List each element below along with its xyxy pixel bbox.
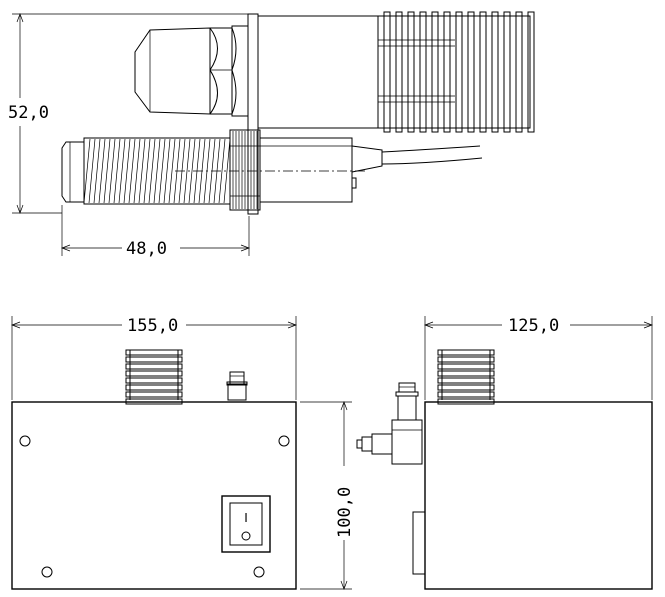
thread-line <box>123 138 131 204</box>
heatsink-fin <box>437 391 495 398</box>
thread-line <box>158 138 166 204</box>
heatsink-fin <box>437 356 495 363</box>
upper-heatsink <box>377 11 535 133</box>
upper-sensor <box>134 15 455 129</box>
heatsink-fin <box>125 356 183 363</box>
heatsink-fin <box>419 11 427 133</box>
heatsink-fin <box>125 391 183 398</box>
thread-line <box>118 138 126 204</box>
dimension-sensor-length: 48,0 <box>61 205 250 259</box>
box-side-view: 125,0 <box>356 316 653 590</box>
switch-off-symbol <box>241 531 251 541</box>
heatsink-fin <box>515 11 523 133</box>
thread-line <box>218 138 226 204</box>
thread-line <box>223 138 231 204</box>
heatsink-fin <box>125 377 183 384</box>
heatsink-fin <box>437 377 495 384</box>
heatsink-fin <box>437 349 495 356</box>
heatsink-fin <box>125 363 183 370</box>
sensor-assembly: 52,0 <box>8 11 535 259</box>
mounting-plate <box>247 13 259 215</box>
screw-hole <box>253 566 265 578</box>
power-switch: I <box>221 495 271 553</box>
thread-line <box>93 138 101 204</box>
thread-line <box>148 138 156 204</box>
thread-line <box>128 138 136 204</box>
thread-line <box>103 138 111 204</box>
side-panel <box>412 511 426 575</box>
thread-line <box>168 138 176 204</box>
side-heatsink <box>437 349 495 405</box>
dimension-box-width-label: 155,0 <box>127 316 178 336</box>
thread-line <box>88 138 96 204</box>
heatsink-fin <box>467 11 475 133</box>
thread-line <box>83 138 91 204</box>
air-fitting-top <box>226 371 248 401</box>
screw-hole <box>278 435 290 447</box>
thread-line <box>133 138 141 204</box>
dimension-box-height: 100,0 <box>300 401 355 590</box>
heatsink-fin <box>431 11 439 133</box>
heatsink-fin <box>125 384 183 391</box>
heatsink-fin <box>125 370 183 377</box>
heatsink-fin <box>395 11 403 133</box>
thread-line <box>113 138 121 204</box>
dimension-box-depth-label: 125,0 <box>508 316 559 336</box>
box-body-front <box>11 401 297 590</box>
box-body-side <box>424 401 653 590</box>
box-front-view: 155,0 I <box>11 316 355 590</box>
dimension-sensor-height: 52,0 <box>8 13 250 214</box>
heatsink-fin <box>437 384 495 391</box>
heatsink-fin <box>443 11 451 133</box>
heatsink-fin <box>503 11 511 133</box>
screw-hole <box>41 566 53 578</box>
thread-line <box>143 138 151 204</box>
air-fitting-elbow <box>356 382 423 465</box>
thread-line <box>188 138 196 204</box>
heatsink-fin <box>455 11 463 133</box>
switch-on-symbol: I <box>244 511 248 525</box>
front-heatsink <box>125 349 183 405</box>
heatsink-fin <box>437 363 495 370</box>
thread-line <box>98 138 106 204</box>
dimension-box-height-label: 100,0 <box>335 487 355 538</box>
heatsink-fin <box>125 349 183 356</box>
thread-line <box>163 138 171 204</box>
thread-line <box>108 138 116 204</box>
thread-line <box>183 138 191 204</box>
dimension-sensor-length-label: 48,0 <box>126 239 167 259</box>
dimension-sensor-height-label: 52,0 <box>8 103 49 123</box>
thread-line <box>153 138 161 204</box>
heatsink-fin <box>491 11 499 133</box>
thread-line <box>138 138 146 204</box>
heatsink-fin <box>383 11 391 133</box>
heatsink-fin <box>527 11 535 133</box>
lower-sensor <box>61 129 483 211</box>
dimension-box-width: 155,0 <box>11 316 297 400</box>
heatsink-fin <box>407 11 415 133</box>
heatsink-fin <box>479 11 487 133</box>
dimension-box-depth: 125,0 <box>424 316 653 400</box>
heatsink-fin <box>437 370 495 377</box>
thread-lines <box>83 138 231 204</box>
heatsink-frame <box>377 15 531 129</box>
lock-nut-knurl <box>230 131 260 209</box>
screw-hole <box>19 435 31 447</box>
